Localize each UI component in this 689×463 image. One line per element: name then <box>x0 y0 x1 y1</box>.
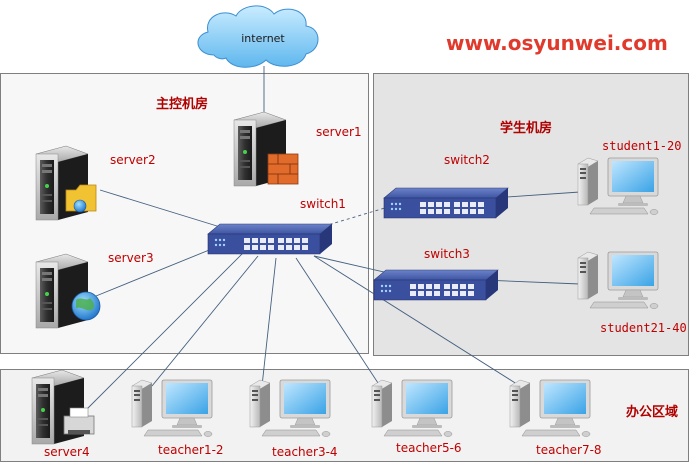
switch2-label: switch2 <box>444 153 490 167</box>
link-server2-switch1 <box>99 189 231 231</box>
teacher-pc-1-label: teacher1-2 <box>158 443 224 457</box>
teacher-pc-3: teacher5-6 <box>371 379 462 455</box>
switch-icon <box>383 187 509 219</box>
student-group-1: student1-20 <box>577 139 681 215</box>
site-url: www.osyunwei.com <box>446 31 668 55</box>
switch-icon <box>207 223 333 255</box>
link-server3-switch1 <box>95 243 225 297</box>
cloud-label: internet <box>241 32 285 45</box>
switch3-node: switch3 <box>373 247 499 301</box>
link-switch3-student2 <box>481 279 581 285</box>
teacher-pc-3-label: teacher5-6 <box>396 441 462 455</box>
room-title-office: 办公区域 <box>626 404 678 420</box>
server4-node: server4 <box>31 369 95 459</box>
room-title-student: 学生机房 <box>500 120 552 136</box>
internet-cloud: internet <box>197 5 319 68</box>
link-switch1-teacher3 <box>295 257 381 387</box>
switch2-node: switch2 <box>383 153 509 219</box>
folder-icon <box>65 184 97 213</box>
room-title-main: 主控机房 <box>156 96 208 112</box>
teacher-pc-2: teacher3-4 <box>249 379 338 459</box>
printer-icon <box>63 407 95 435</box>
teacher-pc-2-label: teacher3-4 <box>272 445 338 459</box>
cloud-icon <box>197 5 319 68</box>
teacher-pc-4: teacher7-8 <box>509 379 602 457</box>
globe-icon <box>71 291 101 321</box>
student-group-2-label: student21-40 <box>600 321 687 335</box>
teacher-pc-1: teacher1-2 <box>131 379 224 457</box>
firewall-icon <box>267 153 299 185</box>
link-switch1-teacher2 <box>261 257 277 387</box>
switch1-label: switch1 <box>300 197 346 211</box>
student-group-1-label: student1-20 <box>602 139 681 153</box>
server4-label: server4 <box>44 445 90 459</box>
link-switch1-switch3 <box>313 255 385 273</box>
server2-node: server2 <box>35 145 156 221</box>
server2-label: server2 <box>110 153 156 167</box>
switch-icon <box>373 269 499 301</box>
link-switch1-server4 <box>85 251 245 411</box>
server1-node: server1 <box>233 111 362 187</box>
switch3-label: switch3 <box>424 247 470 261</box>
switch1-node: switch1 <box>207 197 346 255</box>
teacher-pc-4-label: teacher7-8 <box>536 443 602 457</box>
student-group-2: student21-40 <box>577 251 687 335</box>
server3-label: server3 <box>108 251 154 265</box>
server1-label: server1 <box>316 125 362 139</box>
server3-node: server3 <box>35 251 154 329</box>
link-switch1-teacher1 <box>151 255 259 387</box>
link-switch1-teacher4 <box>313 255 521 387</box>
